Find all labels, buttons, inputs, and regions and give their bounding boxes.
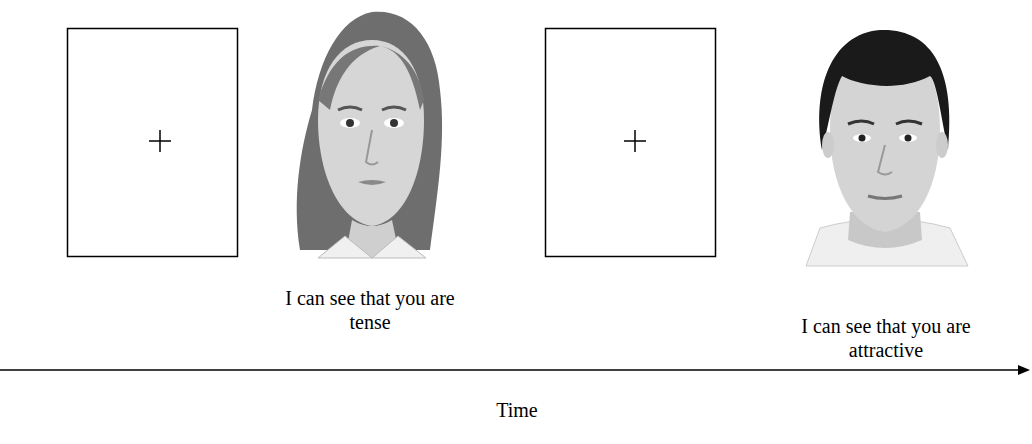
male-face-photo: [806, 30, 968, 266]
fixation-screen: [68, 29, 238, 257]
axis-label: Time: [457, 398, 577, 422]
trial-caption: I can see that you are tense: [277, 286, 463, 334]
trial-caption: I can see that you are attractive: [793, 314, 979, 362]
time-axis-arrow: [0, 365, 1030, 375]
fixation-screen: [546, 29, 716, 257]
fixation-cross: [149, 130, 171, 152]
fixation-cross: [624, 130, 646, 152]
female-face-photo: [297, 12, 442, 258]
